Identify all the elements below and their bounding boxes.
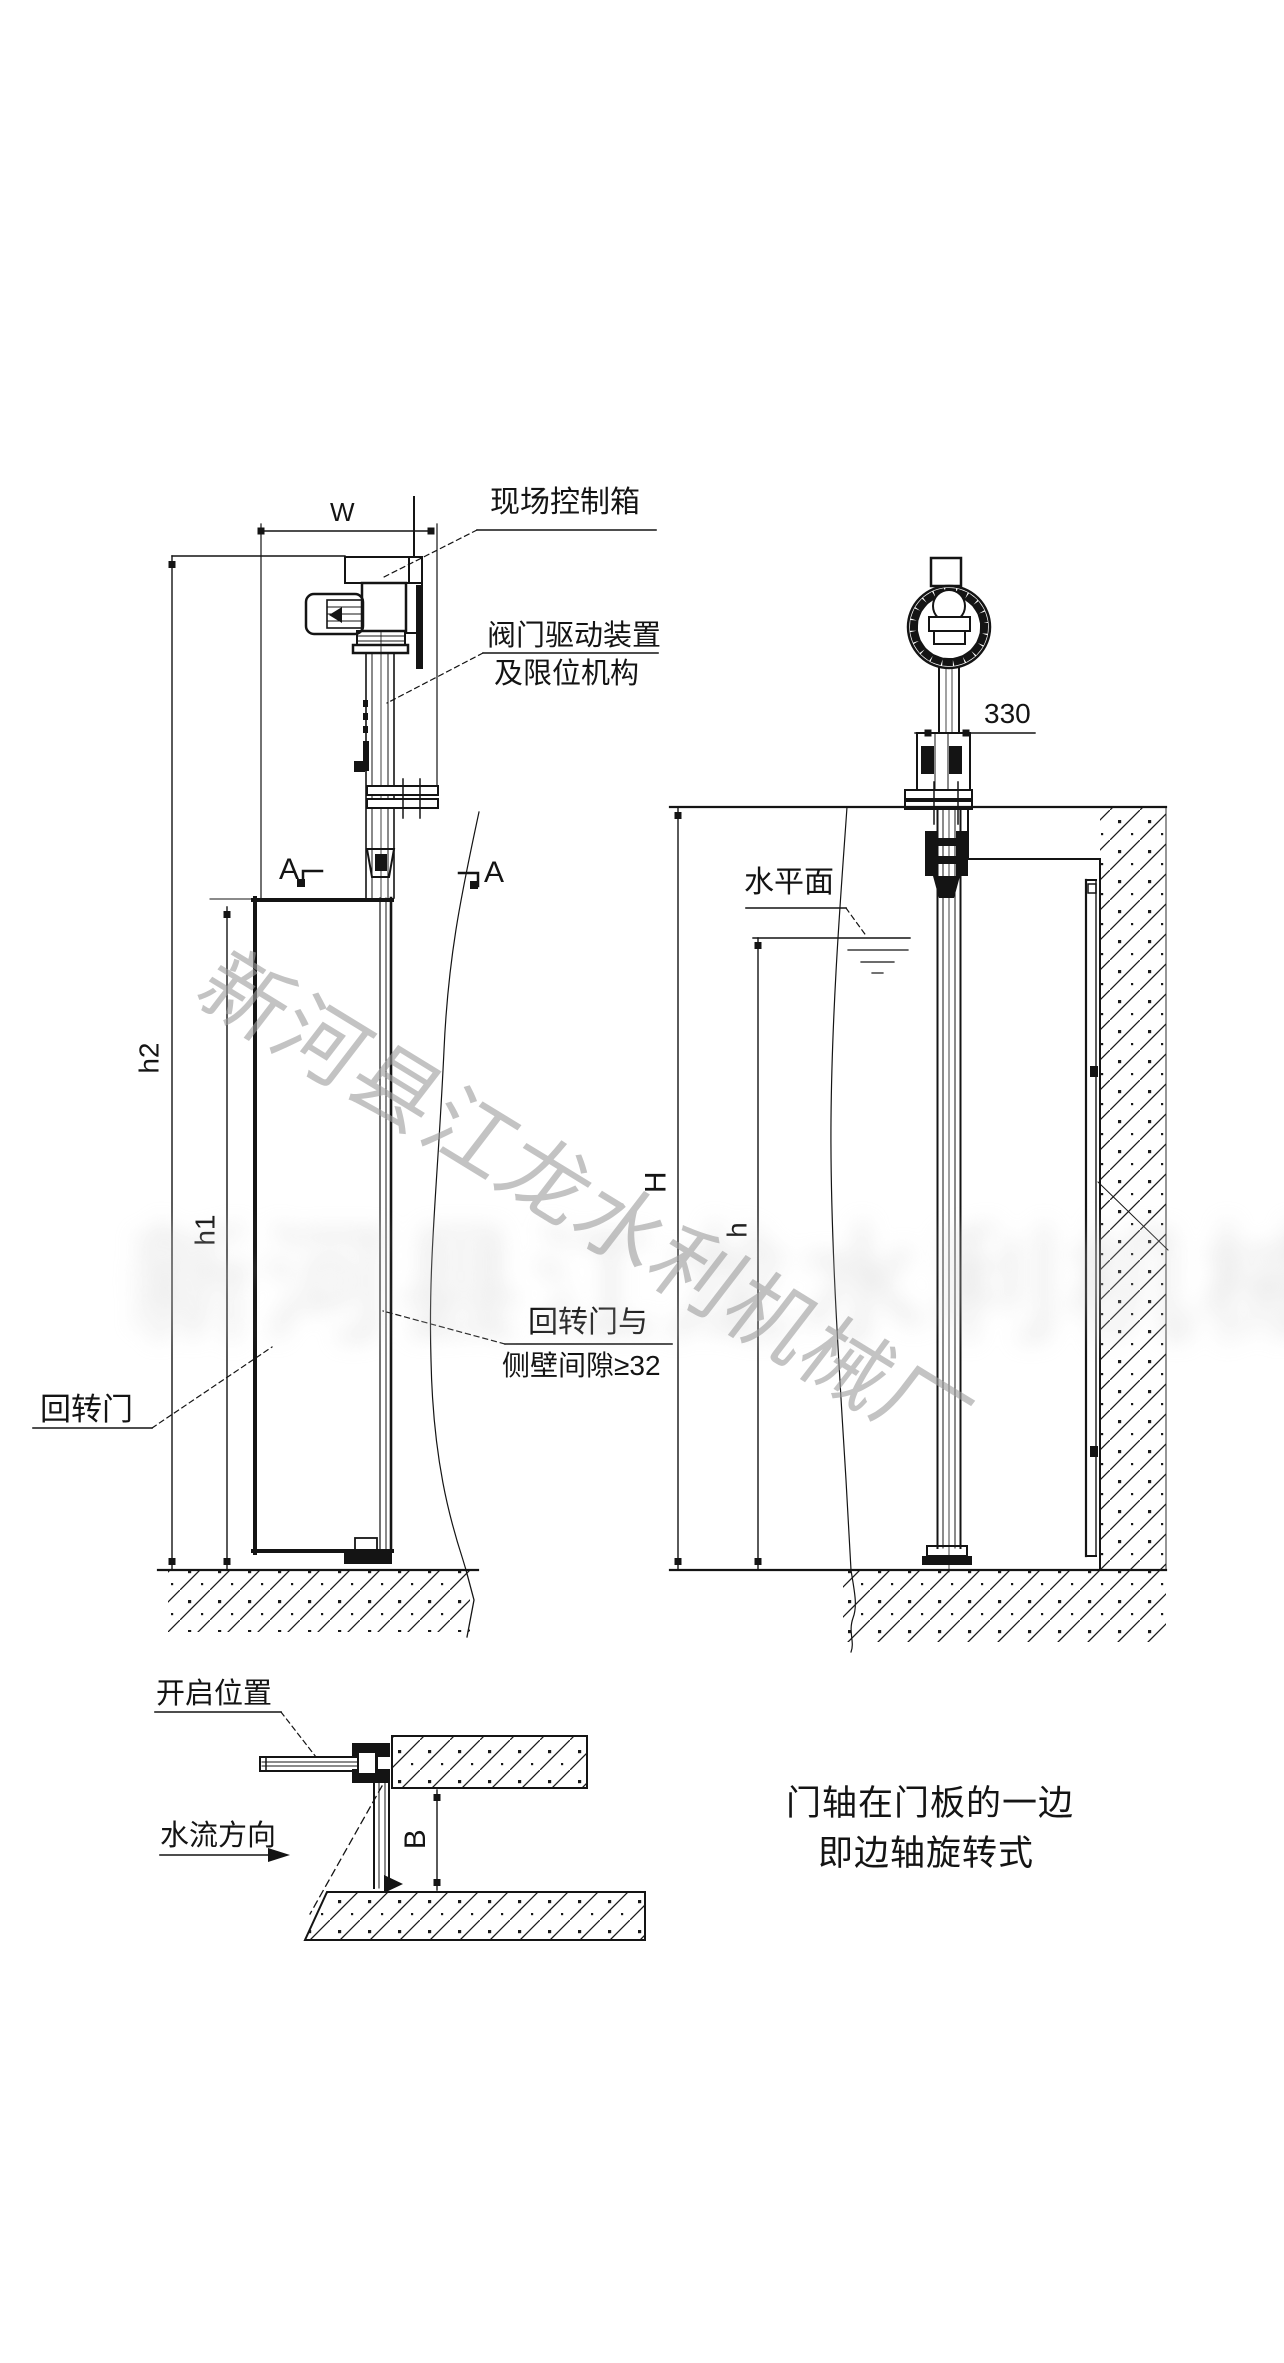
gate-label: 回转门 [40,1392,133,1427]
support-bracket-right [904,732,973,825]
dim-w-label: W [330,497,355,527]
ground-right [668,1568,1168,1642]
section-a-left-label: A [279,853,300,886]
water-level [752,937,911,974]
lower-wall [303,1891,646,1941]
gap-label-line1: 回转门与 [528,1306,648,1339]
valve-stem-left [363,630,396,899]
dim-330-label: 330 [984,698,1031,729]
flow-arrow [159,1848,290,1862]
valve-stem-right [922,807,972,1573]
gate-plate-right [1084,878,1098,1558]
plan-view [154,1711,646,1941]
concrete-wall [668,805,1169,1571]
leader-lines-left [151,529,506,1429]
door-closed-position [309,1781,403,1915]
section-a-right-label: A [484,856,505,889]
left-view [32,496,673,1638]
break-line-left [429,811,480,1571]
dim-h1-label: h1 [189,1214,221,1246]
ground-left [156,1568,480,1638]
gap-label-line2: 侧壁间隙≥32 [502,1350,661,1381]
rotary-gate [251,896,394,1564]
actuator-label-line1: 阀门驱动装置 [487,620,662,652]
break-line-right [830,806,852,1571]
upper-wall [391,1735,588,1789]
open-position-label: 开启位置 [156,1678,273,1710]
dim-B-label: B [398,1829,432,1850]
support-bracket-left [354,761,439,819]
right-view [668,556,1169,1653]
label-underlines-left [32,529,673,1429]
actuator-assembly [304,496,423,669]
flow-direction-label: 水流方向 [160,1820,277,1852]
control-box-label: 现场控制箱 [490,486,640,519]
caption-line1: 门轴在门板的一边 [786,1784,1075,1823]
hinge-assembly [352,1743,390,1783]
dim-h-label: h [721,1222,753,1238]
section-marker-lines [297,869,480,889]
handwheel [906,556,992,670]
break-line-right-lower [850,1569,856,1653]
dim-H-label: H [639,1171,673,1194]
actuator-label-line2: 及限位机构 [494,658,640,690]
water-level-label: 水平面 [744,866,834,899]
dim-h2-label: h2 [133,1042,165,1074]
caption-line2: 即边轴旋转式 [818,1834,1035,1873]
